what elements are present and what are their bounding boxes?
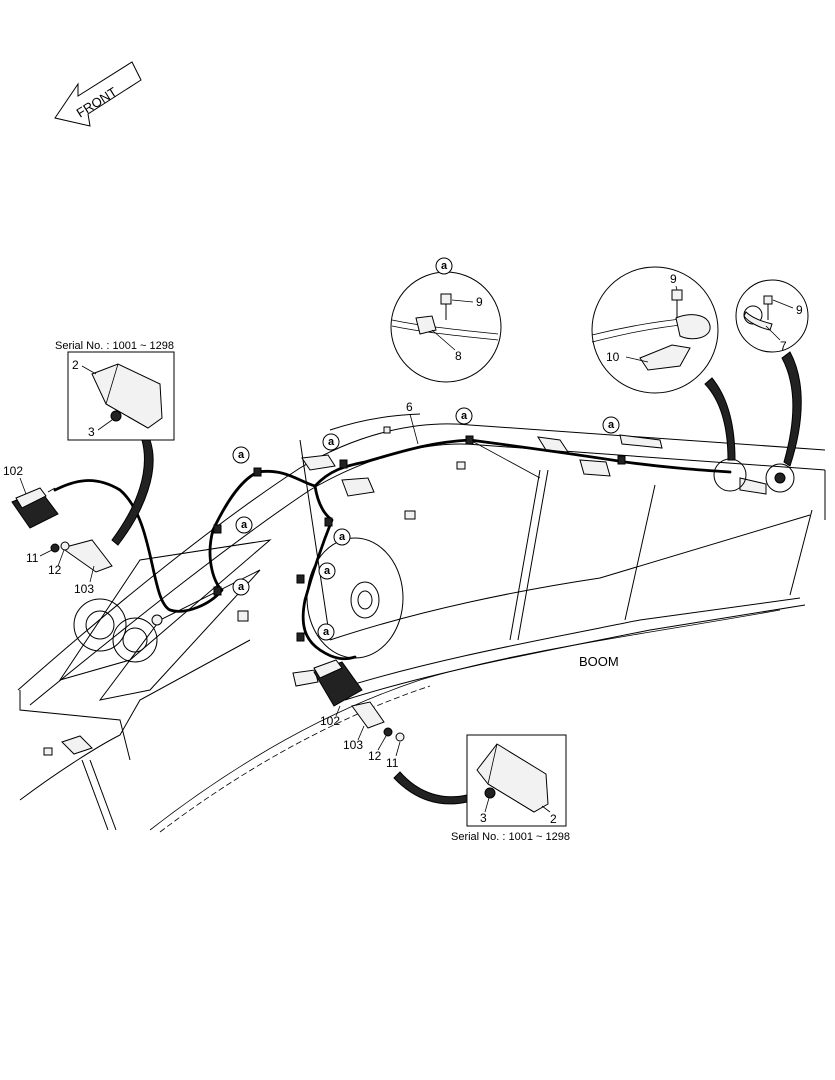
callout-markers: a a a a a a a a a (232, 407, 620, 641)
front-label: FRONT (74, 84, 120, 120)
svg-text:a: a (324, 565, 331, 577)
lower-work-lamp: 102 103 12 11 (313, 659, 405, 770)
svg-text:a: a (441, 260, 448, 272)
part-label-9: 9 (796, 303, 803, 317)
svg-text:a: a (323, 626, 330, 638)
serial-note-1: Serial No. : 1001 ~ 1298 (55, 340, 174, 352)
detail-view-clip: 9 7 (735, 279, 809, 353)
svg-text:a: a (461, 410, 468, 422)
inset-lower-right: 3 2 Serial No. : 1001 ~ 1298 (393, 734, 570, 843)
svg-text:a: a (339, 531, 346, 543)
svg-text:a: a (238, 449, 245, 461)
part-label-103: 103 (74, 582, 94, 596)
left-work-lamp: 102 11 12 103 (3, 464, 113, 596)
part-label-103: 103 (343, 738, 363, 752)
part-label-12: 12 (48, 563, 62, 577)
part-label-7: 7 (780, 339, 787, 353)
svg-text:a: a (238, 581, 245, 593)
wire-harness (53, 438, 732, 661)
callout-a: a (235, 516, 253, 534)
part-label-3: 3 (480, 811, 487, 825)
callout-a: a (318, 562, 336, 580)
part-label-11: 11 (26, 551, 39, 565)
callout-a: a (232, 446, 250, 464)
part-label-9: 9 (670, 272, 677, 286)
harness-clamps (213, 435, 795, 642)
part-label-9: 9 (476, 295, 483, 309)
part-label-102: 102 (320, 714, 340, 728)
boom-label: BOOM (579, 654, 619, 669)
callout-a: a (322, 433, 340, 451)
part-label-102: 102 (3, 464, 23, 478)
part-label-11: 11 (386, 756, 399, 770)
part-label-12: 12 (368, 749, 382, 763)
svg-text:a: a (328, 436, 335, 448)
serial-note-2: Serial No. : 1001 ~ 1298 (451, 831, 570, 843)
svg-text:a: a (241, 519, 248, 531)
callout-a: a (333, 528, 351, 546)
detail-view-bracket: 9 10 (591, 266, 719, 394)
part-label-6: 6 (406, 400, 413, 414)
front-arrow: FRONT (54, 61, 142, 127)
part-label-2: 2 (550, 812, 557, 826)
boom-structure (17, 413, 826, 833)
part-label-2: 2 (72, 358, 79, 372)
part-label-3: 3 (88, 425, 95, 439)
callout-a: a (317, 623, 335, 641)
part-label-10: 10 (606, 350, 620, 364)
callout-a: a (232, 578, 250, 596)
svg-text:a: a (608, 419, 615, 431)
detail-view-a: a 9 8 (390, 257, 502, 383)
callout-a: a (602, 416, 620, 434)
callout-a: a (455, 407, 473, 425)
part-label-8: 8 (455, 349, 462, 363)
inset-upper-left: Serial No. : 1001 ~ 1298 2 3 (55, 340, 175, 546)
